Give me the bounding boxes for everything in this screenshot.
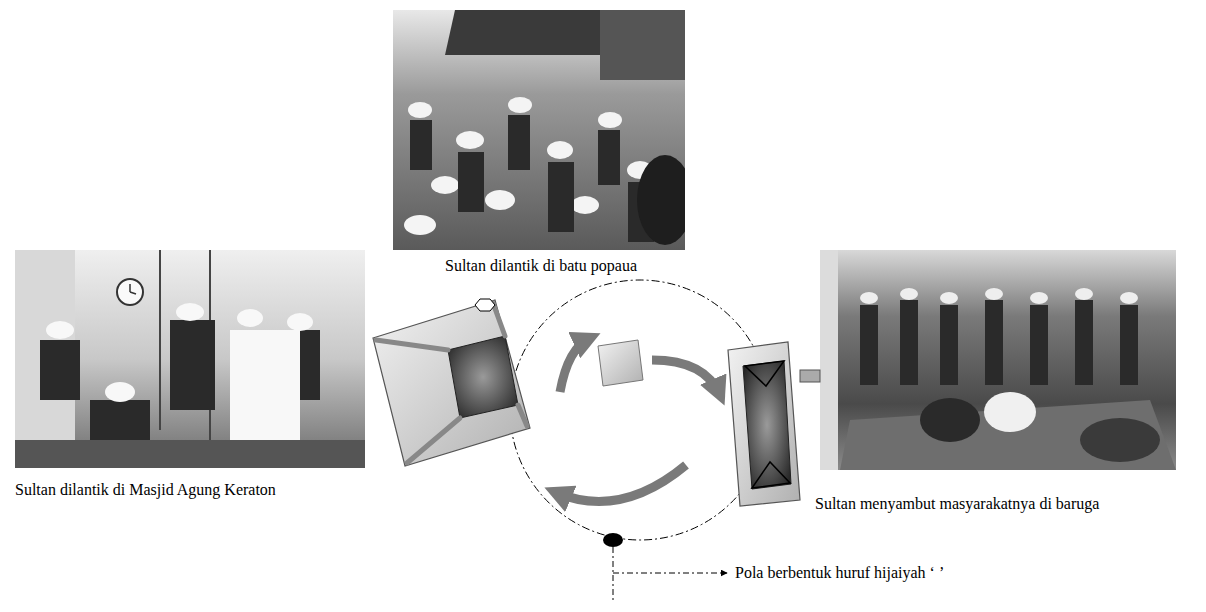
connector-tab [800, 370, 820, 382]
pattern-circle [510, 280, 770, 540]
leader-line [613, 547, 614, 602]
baruga-symbol [728, 342, 800, 506]
photo-caption: Sultan dilantik di batu popaua [445, 256, 637, 275]
cycle-arrows [555, 338, 720, 501]
leader-arrow [613, 573, 727, 574]
popaua-stone-symbol [598, 340, 643, 386]
photo-caption: Sultan dilantik di Masjid Agung Keraton [15, 480, 276, 499]
photo-masjid [15, 250, 365, 468]
photo-popaua [393, 10, 685, 250]
photo-baruga [820, 250, 1176, 470]
hexagon-mark [475, 299, 495, 311]
letter-dot [603, 533, 623, 547]
mosque-symbol [373, 300, 530, 466]
pattern-note: Pola berbentuk huruf hijaiyah ‘ ’ [735, 563, 944, 582]
photo-caption: Sultan menyambut masyarakatnya di baruga [815, 494, 1099, 513]
